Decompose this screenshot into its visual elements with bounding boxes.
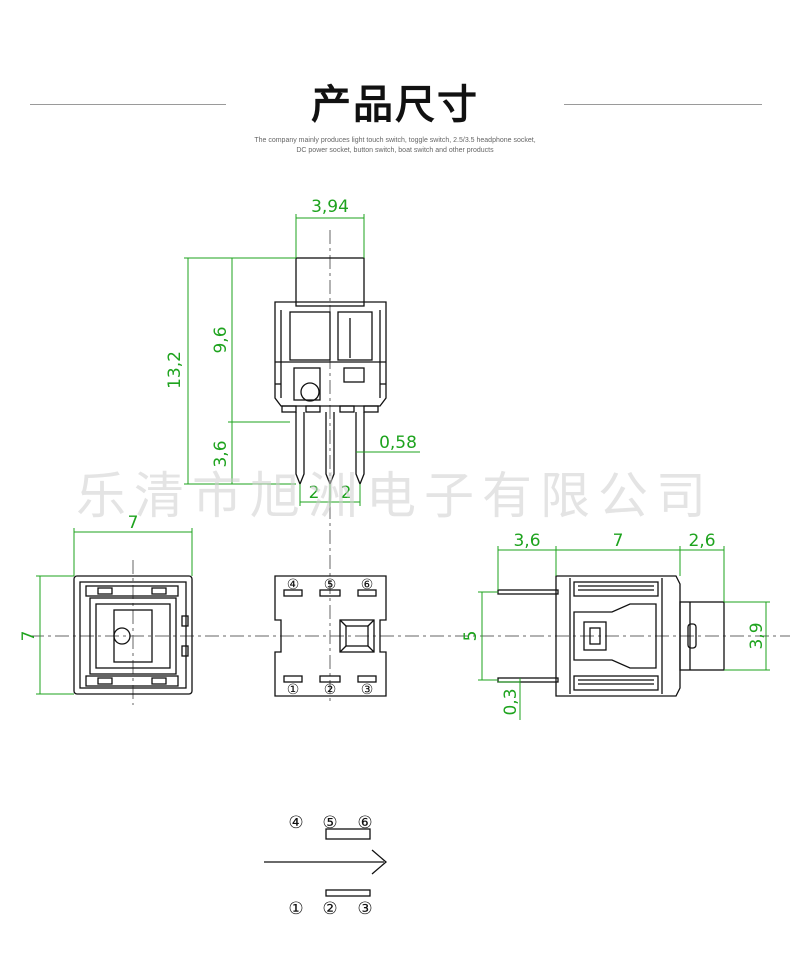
dim-top-width: 3,94	[311, 197, 349, 217]
header-line-left	[30, 104, 226, 105]
dim-square-height: 7	[19, 631, 39, 642]
schematic-pin-6: ⑥	[357, 813, 372, 833]
pin-label-1: ①	[287, 682, 300, 698]
page-subtitle: The company mainly produces light touch …	[0, 136, 790, 156]
square-dimensions	[36, 528, 193, 695]
schematic-pin-1: ①	[288, 899, 303, 919]
front-view	[274, 257, 387, 486]
schematic-pin-3: ③	[357, 899, 372, 919]
pin-label-3: ③	[361, 682, 374, 698]
dim-square-width: 7	[128, 513, 139, 533]
dim-pin-length: 3,6	[211, 440, 231, 467]
dim-side-left: 3,6	[513, 531, 540, 551]
dim-pitch-left: 2	[309, 483, 320, 503]
switch-schematic	[264, 828, 387, 897]
dim-side-actuator-height: 3,9	[747, 622, 767, 649]
pin-label-2: ②	[324, 682, 337, 698]
dim-side-pin-width: 0,3	[501, 688, 521, 715]
square-view	[73, 575, 193, 695]
pin-label-5: ⑤	[324, 577, 337, 593]
pin-label-4: ④	[287, 577, 300, 593]
subtitle-line-1: The company mainly produces light touch …	[254, 137, 536, 144]
pin-label-6: ⑥	[361, 577, 374, 593]
subtitle-line-2: DC power socket, button switch, boat swi…	[296, 147, 494, 154]
dim-total-height: 13,2	[165, 351, 185, 389]
schematic-pin-4: ④	[288, 813, 303, 833]
schematic-pin-2: ②	[322, 899, 337, 919]
side-view	[497, 575, 725, 697]
page-title: 产品尺寸	[311, 82, 479, 128]
dim-body-height: 9,6	[211, 326, 231, 353]
dim-side-pin-span: 5	[461, 631, 481, 642]
dim-side-actuator: 2,6	[688, 531, 715, 551]
dim-side-body: 7	[613, 531, 624, 551]
side-dimensions	[478, 546, 770, 720]
schematic-pin-5: ⑤	[322, 813, 337, 833]
dim-pin-thickness: 0,58	[379, 433, 417, 453]
pin-view	[274, 575, 387, 697]
center-lines	[30, 230, 790, 705]
dim-pitch-right: 2	[341, 483, 352, 503]
header-line-right	[564, 104, 762, 105]
front-dimensions	[184, 214, 420, 506]
